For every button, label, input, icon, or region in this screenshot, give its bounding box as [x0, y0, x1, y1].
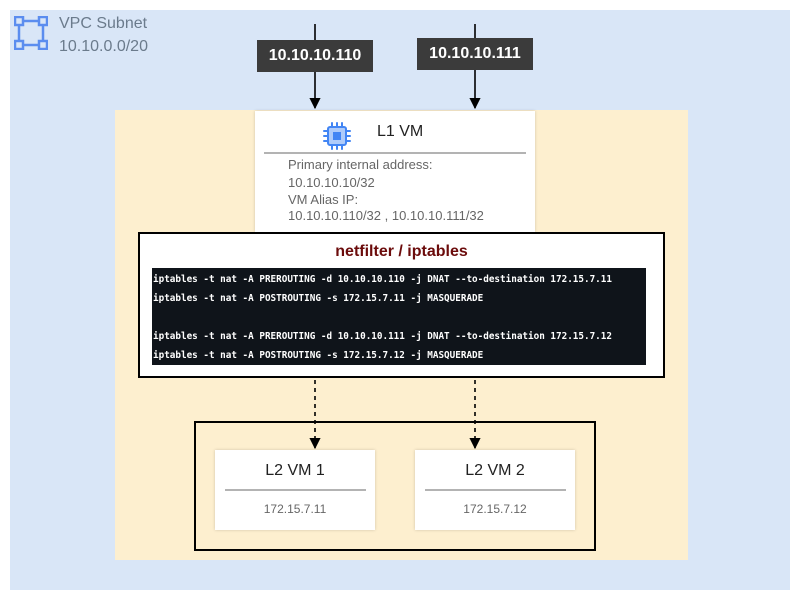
- l1-vm-divider: [264, 152, 526, 154]
- l2-vm-group: [194, 421, 596, 551]
- l1-vm-card: [255, 111, 535, 232]
- iptables-command-4: iptables -t nat -A POSTROUTING -s 172.15…: [153, 350, 484, 361]
- compute-chip-icon: [323, 122, 351, 150]
- vpc-subnet-cidr: 10.10.0.0/20: [59, 38, 148, 55]
- l1-vm-title: L1 VM: [377, 123, 424, 140]
- l1-alias-ip-label: VM Alias IP:: [288, 192, 359, 207]
- incoming-ip-label-1: 10.10.10.110: [257, 40, 373, 72]
- l2-vm-2-ip: 172.15.7.12: [463, 502, 527, 516]
- l1-alias-ip-value: 10.10.10.110/32 , 10.10.10.111/32: [288, 208, 484, 223]
- l2-vm-1-divider: [225, 489, 366, 491]
- netfilter-title: netfilter / iptables: [335, 243, 468, 260]
- l1-primary-address-value: 10.10.10.10/32: [288, 175, 375, 190]
- iptables-command-3: iptables -t nat -A PREROUTING -d 10.10.1…: [153, 331, 612, 342]
- l2-vm-2-divider: [425, 489, 566, 491]
- incoming-ip-label-2: 10.10.10.111: [417, 38, 533, 70]
- iptables-command-1: iptables -t nat -A PREROUTING -d 10.10.1…: [153, 274, 612, 285]
- l1-primary-address-label: Primary internal address:: [288, 157, 433, 172]
- vpc-subnet-icon: [14, 16, 48, 50]
- vpc-subnet-title: VPC Subnet: [59, 15, 148, 32]
- iptables-terminal: [152, 268, 646, 365]
- l2-vm-1-title: L2 VM 1: [265, 462, 325, 479]
- l2-vm-1-ip: 172.15.7.11: [263, 502, 327, 516]
- l2-vm-2-title: L2 VM 2: [465, 462, 525, 479]
- iptables-command-2: iptables -t nat -A POSTROUTING -s 172.15…: [153, 293, 484, 304]
